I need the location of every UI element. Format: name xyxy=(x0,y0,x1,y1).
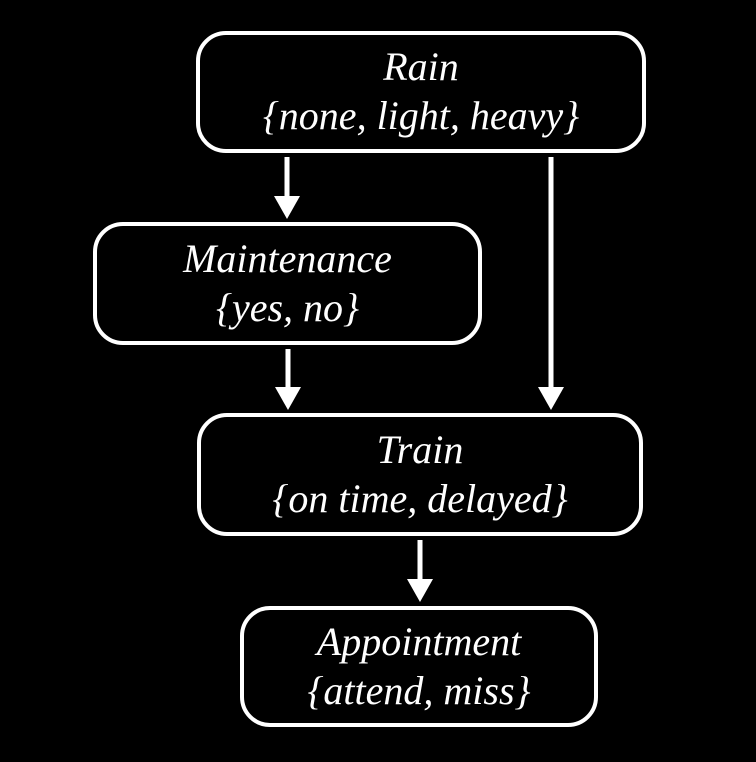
edge-train-appointment xyxy=(407,540,433,602)
node-appointment-label: Appointment xyxy=(316,618,522,664)
node-maintenance-values: {yes, no} xyxy=(215,284,360,330)
edge-maintenance-train xyxy=(275,349,301,410)
node-maintenance: Maintenance {yes, no} xyxy=(93,222,482,345)
node-appointment-values: {attend, miss} xyxy=(307,667,531,713)
node-rain: Rain {none, light, heavy} xyxy=(196,31,646,153)
node-train: Train {on time, delayed} xyxy=(197,413,643,536)
node-appointment: Appointment {attend, miss} xyxy=(240,606,598,727)
edge-rain-train xyxy=(538,157,564,410)
node-train-values: {on time, delayed} xyxy=(272,475,568,521)
edge-rain-maintenance xyxy=(274,157,300,219)
node-maintenance-label: Maintenance xyxy=(183,235,392,281)
node-rain-values: {none, light, heavy} xyxy=(262,93,580,138)
node-rain-label: Rain xyxy=(383,44,459,90)
node-train-label: Train xyxy=(376,426,464,472)
